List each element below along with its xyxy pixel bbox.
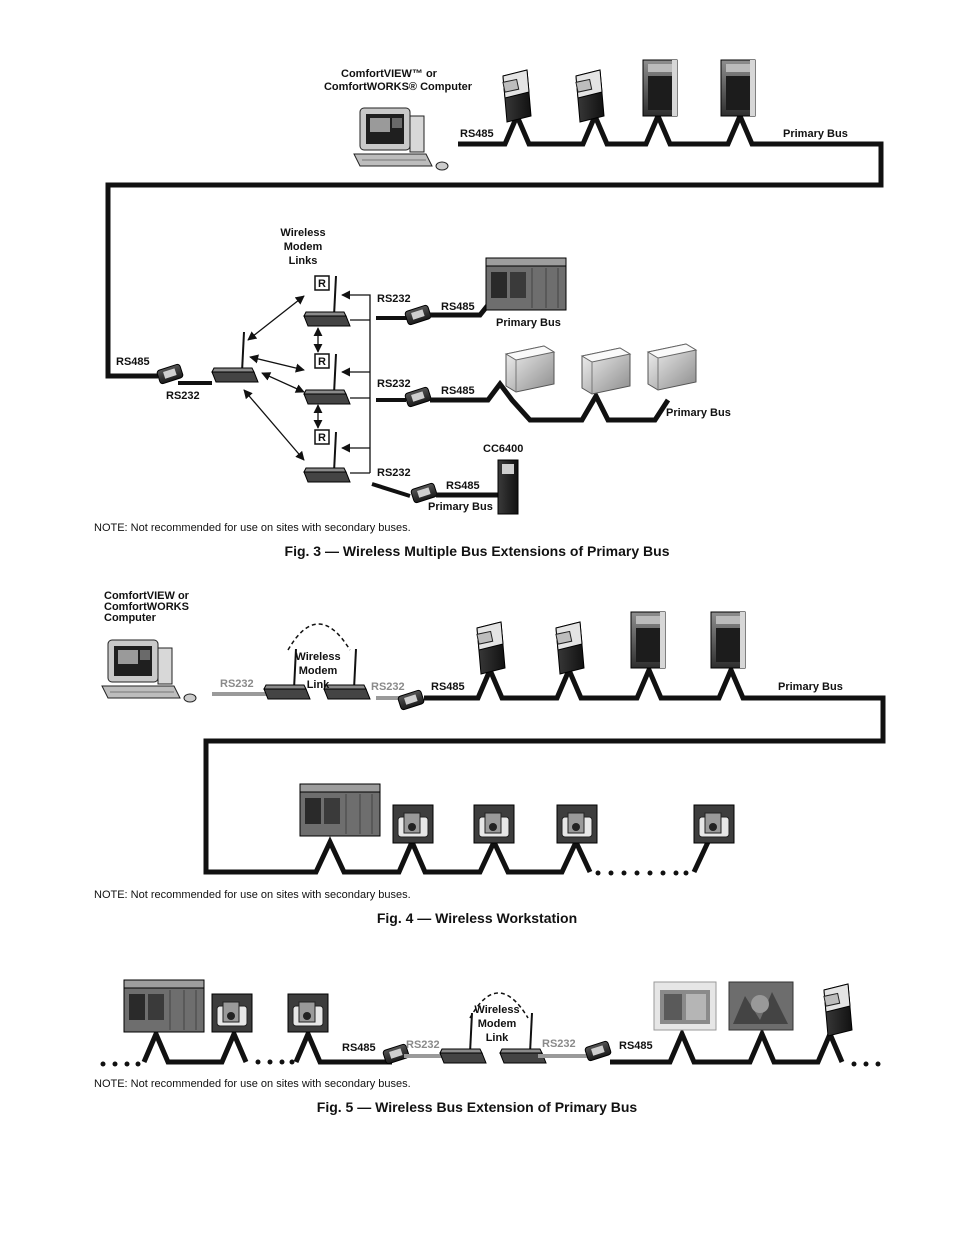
fig4-primary-bus: Primary Bus — [778, 681, 843, 693]
fig4-vav-3 — [556, 804, 598, 844]
fig5-controller — [823, 983, 853, 1037]
fig5-rooftop-unit — [123, 979, 205, 1033]
fig4-caption: Fig. 4 — Wireless Workstation — [376, 910, 578, 926]
fig5-rs232-left: RS232 — [406, 1039, 440, 1051]
fig5-converter-right — [583, 1040, 613, 1062]
fig5-bus-ellipsis-right — [851, 1061, 881, 1067]
fig4-note: NOTE: Not recommended for use on sites w… — [94, 889, 411, 901]
fig3-converter-a — [403, 304, 433, 326]
fig4-computer-label-3: Computer — [104, 612, 157, 624]
fig3-primary-bus-b: Primary Bus — [666, 407, 731, 419]
fig3-fan-coil-2 — [581, 347, 631, 395]
fig5-wireless-1: Wireless — [474, 1004, 519, 1016]
fig4-computer-label-2: ComfortWORKS — [104, 601, 189, 613]
fig5-vav-1 — [211, 993, 253, 1033]
fig5-rs232-right: RS232 — [542, 1038, 576, 1050]
fig3-rs232-c: RS232 — [377, 467, 411, 479]
fig4-computer-label-1: ComfortVIEW or — [104, 590, 190, 602]
fig4-bus-end — [691, 840, 711, 874]
fig5-bus-mid — [293, 1027, 392, 1065]
fig4-diagram: ComfortVIEW or ComfortWORKS Computer RS2… — [101, 590, 886, 876]
fig3-rs485-a: RS485 — [441, 301, 475, 313]
fig4-controller-1 — [476, 621, 506, 675]
fig4-rs485: RS485 — [431, 681, 465, 693]
fig3-controller-2 — [575, 69, 605, 123]
fig3-cc6400-controller — [497, 459, 519, 515]
fig3-wireless-label-3: Links — [289, 255, 318, 267]
fig4-vav-4 — [693, 804, 735, 844]
fig3-rs232-b: RS232 — [377, 378, 411, 390]
fig3-rs485-top: RS485 — [460, 128, 494, 140]
fig3-rs485-c: RS485 — [446, 480, 480, 492]
fig4-rs232-left: RS232 — [220, 678, 254, 690]
fig3-fan-coil-3 — [647, 343, 697, 391]
fig5-rs485-left: RS485 — [342, 1042, 376, 1054]
fig3-wireless-arrows — [243, 290, 371, 474]
fig5-bus-right — [610, 1027, 845, 1065]
fig4-rooftop-unit — [299, 783, 381, 837]
fig4-vav-1 — [392, 804, 434, 844]
fig4-vav-2 — [473, 804, 515, 844]
fig3-repeater-3: R — [314, 429, 330, 445]
fig4-bus-ellipsis — [595, 870, 689, 876]
svg-text:R: R — [318, 432, 326, 444]
fig3-wireless-label-1: Wireless — [280, 227, 325, 239]
fig5-wireless-3: Link — [486, 1032, 509, 1044]
fig3-caption: Fig. 3 — Wireless Multiple Bus Extension… — [284, 543, 670, 559]
fig3-cc6400-label: CC6400 — [483, 443, 523, 455]
fig4-wireless-arc — [287, 623, 351, 651]
fig5-note: NOTE: Not recommended for use on sites w… — [94, 1078, 411, 1090]
fig5-wireless-2: Modem — [478, 1018, 517, 1030]
fig3-computer-label-1: ComfortVIEW™ or — [341, 68, 438, 80]
fig3-repeater-2: R — [314, 353, 330, 369]
fig5-diagram: RS485 RS232 Wireless Modem Link RS232 RS… — [100, 979, 881, 1067]
fig3-primary-bus-a: Primary Bus — [496, 317, 561, 329]
fig4-wireless-2: Modem — [299, 665, 338, 677]
fig3-diagram: ComfortVIEW™ or ComfortWORKS® Computer R… — [105, 59, 884, 515]
fig3-computer — [353, 107, 449, 171]
fig5-chiller-1 — [653, 981, 717, 1031]
fig3-panel-2 — [720, 59, 756, 117]
fig5-bus-ellipsis-mid — [255, 1059, 295, 1065]
svg-text:R: R — [318, 278, 326, 290]
fig4-wireless-1: Wireless — [295, 651, 340, 663]
fig4-computer — [101, 639, 197, 703]
fig3-controller-1 — [502, 69, 532, 123]
fig4-wireless-3: Link — [307, 679, 330, 691]
fig4-rs232-right: RS232 — [371, 681, 405, 693]
fig4-panel-1 — [630, 611, 666, 669]
fig4-controller-2 — [555, 621, 585, 675]
fig4-panel-2 — [710, 611, 746, 669]
fig3-wireless-label-2: Modem — [284, 241, 323, 253]
fig3-bus-b — [430, 379, 671, 423]
fig3-rs485-b: RS485 — [441, 385, 475, 397]
fig3-rs232-left: RS232 — [166, 390, 200, 402]
fig3-primary-bus-top: Primary Bus — [783, 128, 848, 140]
fig5-wireless-arc — [469, 992, 529, 1019]
fig3-fan-coil-1 — [505, 345, 555, 393]
fig3-computer-label-2: ComfortWORKS® Computer — [324, 81, 473, 93]
fig3-note: NOTE: Not recommended for use on sites w… — [94, 522, 411, 534]
fig5-bus-left — [141, 1027, 249, 1065]
fig5-caption: Fig. 5 — Wireless Bus Extension of Prima… — [316, 1099, 638, 1115]
fig4-primary-bus-line — [203, 663, 886, 875]
fig3-panel-1 — [642, 59, 678, 117]
fig3-rs232-a: RS232 — [377, 293, 411, 305]
fig3-rs485-left: RS485 — [116, 356, 150, 368]
fig5-chiller-2 — [728, 981, 794, 1031]
fig3-primary-bus — [105, 109, 884, 379]
fig5-bus-ellipsis-left — [100, 1061, 141, 1067]
svg-text:R: R — [318, 356, 326, 368]
fig5-rs485-right: RS485 — [619, 1040, 653, 1052]
fig3-rooftop-unit-a — [485, 257, 567, 311]
fig3-primary-bus-c: Primary Bus — [428, 501, 493, 513]
fig5-vav-2 — [287, 993, 329, 1033]
fig3-repeater-1: R — [314, 275, 330, 291]
